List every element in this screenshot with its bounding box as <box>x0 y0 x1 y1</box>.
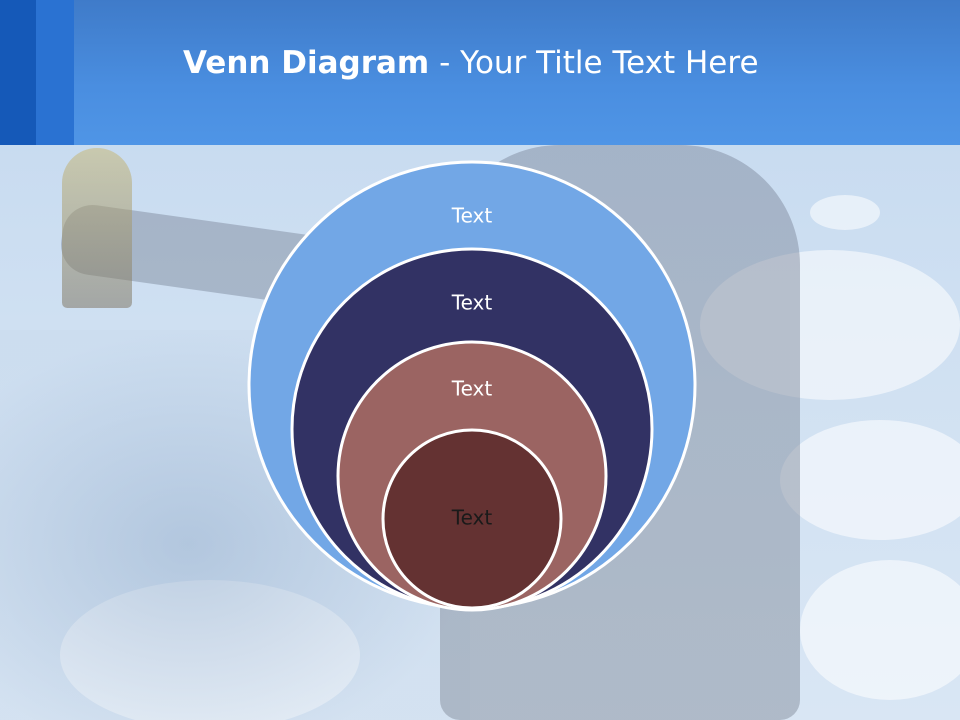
venn-circle-2-label: Text <box>451 291 493 315</box>
title-bold-part: Venn Diagram <box>183 45 430 81</box>
title-regular-part: - Your Title Text Here <box>429 45 759 81</box>
slide-title: Venn Diagram - Your Title Text Here <box>183 40 759 86</box>
cloud <box>800 560 960 700</box>
venn-circle-4-label: Text <box>451 506 493 530</box>
venn-circle-1-label: Text <box>451 204 493 228</box>
venn-circle-4 <box>381 428 563 610</box>
header-accent <box>36 0 74 145</box>
trophy-image <box>62 148 132 308</box>
cloud <box>810 195 880 230</box>
venn-circle-3-label: Text <box>451 377 493 401</box>
title-bar: Venn Diagram - Your Title Text Here <box>0 0 960 145</box>
cloud <box>780 420 960 540</box>
header-accent <box>0 0 36 145</box>
